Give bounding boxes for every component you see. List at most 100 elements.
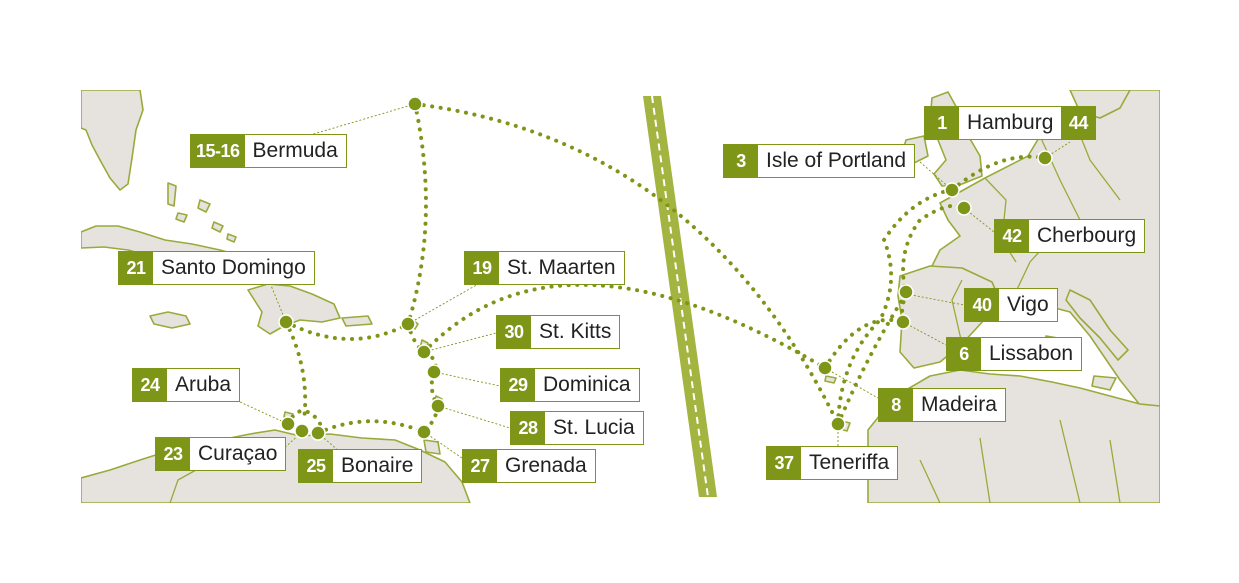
port-name: Madeira <box>921 393 997 416</box>
dot-st-lucia <box>430 398 446 414</box>
leader-cherbourg <box>963 207 995 233</box>
label-st-kitts: 30 St. Kitts <box>496 315 621 349</box>
stop-number: 24 <box>133 369 167 401</box>
leader-bermuda <box>299 103 416 139</box>
leader-lucia <box>437 405 511 429</box>
route-bermuda-atlantic <box>413 102 840 426</box>
label-bermuda: 15-16 Bermuda <box>190 134 347 168</box>
dot-isle-of-portland <box>944 182 960 198</box>
dot-hamburg <box>1037 150 1053 166</box>
port-name: Bermuda <box>252 139 338 162</box>
label-st-maarten: 19 St. Maarten <box>464 251 625 285</box>
label-vigo: 40 Vigo <box>964 288 1058 322</box>
dot-vigo <box>898 284 914 300</box>
dot-lissabon <box>895 314 911 330</box>
port-name: St. Maarten <box>507 256 616 279</box>
port-name: Teneriffa <box>809 451 890 474</box>
map-break-bar <box>643 96 717 497</box>
sa-border <box>169 469 197 503</box>
puerto-rico <box>341 315 373 327</box>
route-europe-east <box>836 203 966 426</box>
dot-grenada <box>416 424 432 440</box>
route-santo-abc <box>284 320 308 422</box>
label-teneriffa: 37 Teneriffa <box>766 446 899 480</box>
leader-portland <box>919 161 953 191</box>
stop-number: 37 <box>767 447 801 479</box>
bahamas-4 <box>211 221 224 233</box>
stop-number: 23 <box>156 438 190 470</box>
stop-number: 42 <box>995 220 1029 252</box>
stop-number: 15-16 <box>191 135 245 167</box>
leader-maarten <box>407 282 481 325</box>
bahamas-2 <box>175 212 188 223</box>
leader-aruba <box>239 401 289 425</box>
route-europe-west <box>836 188 952 426</box>
europe-africa-map <box>824 90 1160 503</box>
label-cherbourg: 42 Cherbourg <box>994 219 1146 253</box>
port-name: Bonaire <box>341 454 414 477</box>
port-name: Grenada <box>505 454 587 477</box>
stop-number: 29 <box>501 369 535 401</box>
dot-madeira <box>817 360 833 376</box>
leader-kitts <box>423 332 497 353</box>
port-name: Hamburg <box>967 111 1054 134</box>
stop-number: 6 <box>947 338 981 370</box>
dot-santo-domingo <box>278 314 294 330</box>
florida <box>81 90 144 191</box>
port-name: St. Lucia <box>553 416 635 439</box>
leader-lissabon <box>902 321 947 346</box>
port-name: Vigo <box>1007 293 1049 316</box>
dot-aruba <box>280 416 296 432</box>
port-name: Cherbourg <box>1037 224 1137 247</box>
route-abc-grenada <box>316 419 426 435</box>
leader-santo <box>269 282 287 323</box>
port-name: Isle of Portland <box>766 149 907 172</box>
dot-bonaire <box>310 425 326 441</box>
madeira-island <box>824 375 837 384</box>
label-santo-domingo: 21 Santo Domingo <box>118 251 315 285</box>
dot-st-kitts <box>416 344 432 360</box>
map-break <box>643 95 717 498</box>
stop-number: 1 <box>925 107 959 139</box>
leader-vigo <box>905 293 965 306</box>
sicily <box>1091 375 1117 391</box>
label-hamburg: 1 Hamburg 44 <box>924 106 1097 140</box>
map-break-line <box>651 95 709 498</box>
leader-dominica <box>433 371 501 387</box>
hispaniola <box>247 283 341 335</box>
bahamas-3 <box>197 199 211 213</box>
dot-bermuda <box>407 96 423 112</box>
jamaica <box>149 311 191 329</box>
label-isle-of-portland: 3 Isle of Portland <box>723 144 916 178</box>
route-caribbean-atlantic <box>422 282 827 370</box>
port-name: Dominica <box>543 373 631 396</box>
stop-number: 25 <box>299 450 333 482</box>
dot-curacao <box>294 423 310 439</box>
route-santo-maarten <box>284 320 410 341</box>
label-dominica: 29 Dominica <box>500 368 640 402</box>
label-lissabon: 6 Lissabon <box>946 337 1083 371</box>
dot-st-maarten <box>400 316 416 332</box>
port-name: St. Kitts <box>539 320 612 343</box>
label-st-lucia: 28 St. Lucia <box>510 411 644 445</box>
dot-cherbourg <box>956 200 972 216</box>
stop-number: 27 <box>463 450 497 482</box>
label-aruba: 24 Aruba <box>132 368 241 402</box>
port-name: Santo Domingo <box>161 256 306 279</box>
label-madeira: 8 Madeira <box>878 388 1006 422</box>
port-dots <box>278 96 1053 441</box>
stop-number: 28 <box>511 412 545 444</box>
port-name: Lissabon <box>989 342 1074 365</box>
label-grenada: 27 Grenada <box>462 449 596 483</box>
route-madeira-lissabon <box>823 317 905 370</box>
stop-number: 40 <box>965 289 999 321</box>
italy <box>1065 289 1129 361</box>
stop-number: 8 <box>879 389 913 421</box>
stop-number: 30 <box>497 316 531 348</box>
label-bonaire: 25 Bonaire <box>298 449 423 483</box>
stop-number: 21 <box>119 252 153 284</box>
dot-teneriffa <box>830 416 846 432</box>
bahamas-1 <box>167 182 177 207</box>
stop-number-return: 44 <box>1061 107 1096 139</box>
